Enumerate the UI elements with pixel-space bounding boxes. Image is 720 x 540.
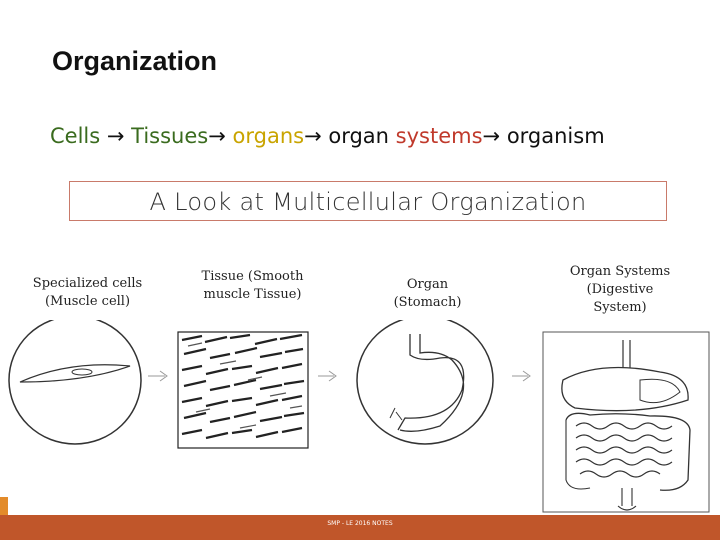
smooth-muscle-tissue-drawing (177, 331, 309, 449)
seq-organism: organism (506, 124, 605, 148)
label-cells: Specialized cells (Muscle cell) (25, 275, 150, 311)
seq-tissues: Tissues (131, 124, 209, 148)
stomach-drawing (356, 320, 494, 445)
footer-accent (0, 497, 8, 515)
label-system: Organ Systems (Digestive System) (560, 263, 680, 317)
seq-organs: organs (232, 124, 305, 148)
label-tissue: Tissue (Smooth muscle Tissue) (190, 268, 315, 304)
label-organ-line1: Organ (406, 277, 449, 292)
seq-organ: organ (328, 124, 396, 148)
arrow-icon: → (304, 124, 329, 148)
arrow-icon: → (106, 124, 132, 148)
slide-title: Organization (52, 46, 218, 76)
seq-systems: systems (395, 124, 483, 148)
arrow-icon (318, 370, 337, 382)
footer-text: SMP - LE 2016 NOTES (327, 520, 393, 527)
arrow-icon: → (482, 124, 507, 148)
label-tissue-line1: Tissue (Smooth (201, 269, 304, 284)
label-cells-line2: (Muscle cell) (44, 294, 131, 309)
arrow-icon (148, 370, 168, 382)
label-system-line3: System) (593, 300, 647, 315)
arrow-icon (512, 370, 531, 382)
label-cells-line1: Specialized cells (32, 276, 143, 291)
label-tissue-line2: muscle Tissue) (203, 287, 302, 302)
label-organ-line2: (Stomach) (393, 295, 462, 310)
label-organ: Organ (Stomach) (380, 276, 475, 312)
seq-cells: Cells (50, 124, 107, 148)
digestive-system-drawing (542, 331, 710, 513)
muscle-cell-drawing (8, 320, 142, 445)
label-system-line1: Organ Systems (569, 264, 671, 279)
organization-sequence: Cells → Tissues→ organs→ organ systems→ … (50, 124, 605, 148)
footer-bar (0, 515, 720, 540)
organization-illustration (8, 320, 710, 513)
figure-heading: A Look at Multicellular Organization (69, 181, 667, 221)
label-system-line2: (Digestive (586, 282, 654, 297)
arrow-icon: → (208, 124, 233, 148)
